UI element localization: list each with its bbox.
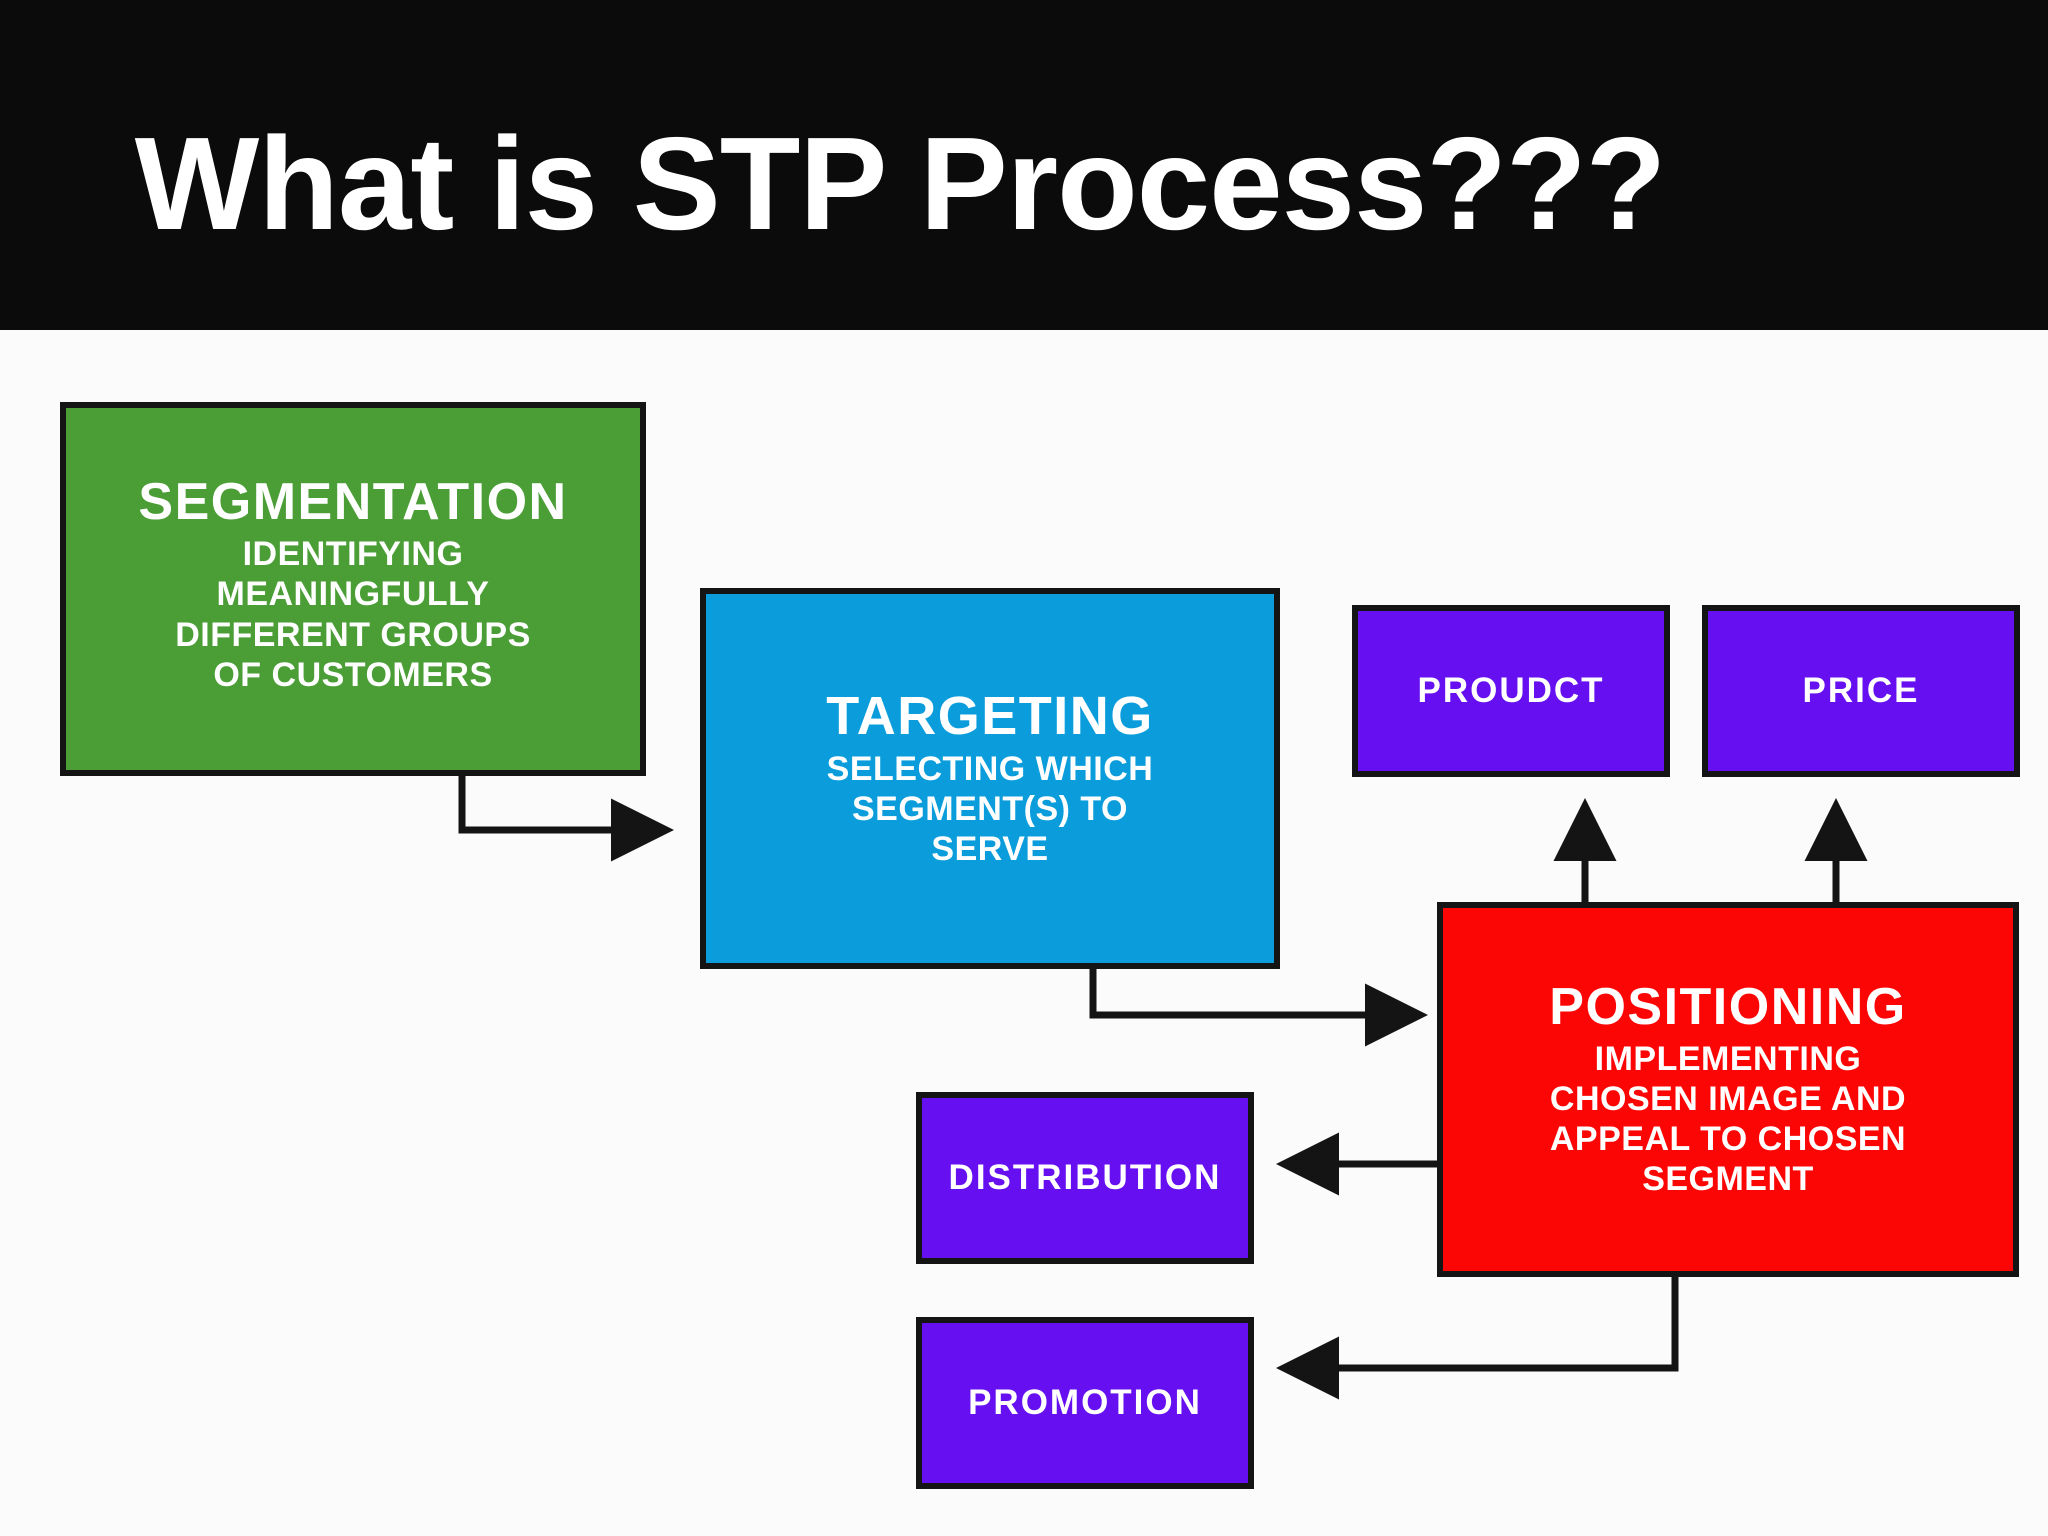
positioning-heading: POSITIONING bbox=[1549, 977, 1907, 1036]
targeting-sub-line-2: SEGMENT(S) TO bbox=[852, 790, 1128, 829]
node-targeting[interactable]: TARGETING SELECTING WHICH SEGMENT(S) TO … bbox=[700, 588, 1280, 969]
segmentation-sub-line-1: IDENTIFYING bbox=[242, 535, 464, 574]
segmentation-sub-line-3: DIFFERENT GROUPS bbox=[175, 615, 531, 654]
targeting-sub-line-3: SERVE bbox=[931, 830, 1049, 869]
positioning-sub-line-1: IMPLEMENTING bbox=[1594, 1039, 1862, 1078]
targeting-sub-line-1: SELECTING WHICH bbox=[826, 749, 1154, 788]
edge-positioning-to-promotion bbox=[1276, 1277, 1679, 1400]
promotion-label: PROMOTION bbox=[968, 1383, 1202, 1422]
page-title: What is STP Process??? bbox=[134, 110, 1667, 257]
segmentation-sub-line-2: MEANINGFULLY bbox=[216, 575, 490, 614]
segmentation-heading: SEGMENTATION bbox=[138, 473, 568, 532]
node-positioning[interactable]: POSITIONING IMPLEMENTING CHOSEN IMAGE AN… bbox=[1437, 902, 2019, 1277]
node-promotion[interactable]: PROMOTION bbox=[916, 1317, 1254, 1489]
product-label: PROUDCT bbox=[1417, 671, 1605, 710]
distribution-label: DISTRIBUTION bbox=[948, 1158, 1222, 1197]
targeting-heading: TARGETING bbox=[826, 685, 1154, 746]
node-price[interactable]: PRICE bbox=[1702, 605, 2020, 777]
positioning-sub-line-3: APPEAL TO CHOSEN bbox=[1549, 1120, 1907, 1159]
title-banner: What is STP Process??? bbox=[0, 0, 2048, 330]
edge-segmentation-to-targeting bbox=[458, 776, 674, 862]
positioning-sub-line-4: SEGMENT bbox=[1642, 1160, 1814, 1199]
edge-targeting-to-positioning bbox=[1089, 969, 1428, 1047]
positioning-sub-line-2: CHOSEN IMAGE AND bbox=[1549, 1079, 1907, 1118]
node-distribution[interactable]: DISTRIBUTION bbox=[916, 1092, 1254, 1264]
segmentation-sub-line-4: OF CUSTOMERS bbox=[213, 655, 493, 694]
node-product[interactable]: PROUDCT bbox=[1352, 605, 1670, 777]
node-segmentation[interactable]: SEGMENTATION IDENTIFYING MEANINGFULLY DI… bbox=[60, 402, 646, 776]
price-label: PRICE bbox=[1802, 671, 1920, 710]
